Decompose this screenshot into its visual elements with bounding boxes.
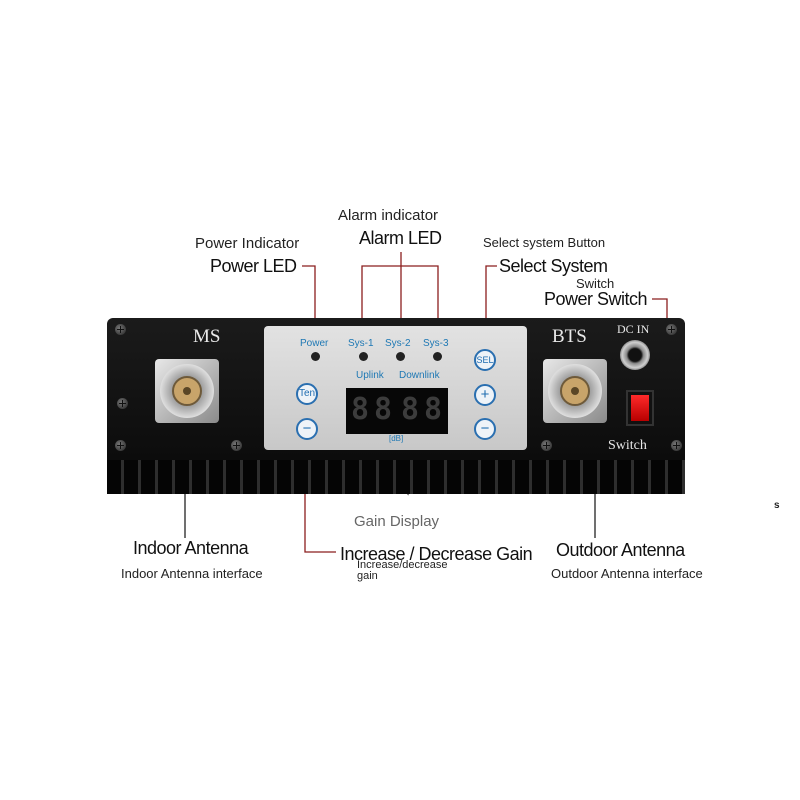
ten-button[interactable]: Ten <box>296 383 318 405</box>
edge-mark: s <box>774 500 780 511</box>
switch-label: Switch <box>608 438 647 453</box>
dc-in-label: DC IN <box>617 322 650 336</box>
screw-icon <box>115 324 126 335</box>
downlink-label: Downlink <box>399 370 440 381</box>
ms-port-label: MS <box>193 326 221 347</box>
control-panel: Power Sys-1 Sys-2 Sys-3 Uplink Downlink … <box>264 326 527 450</box>
screw-icon <box>541 440 552 451</box>
sel-button[interactable]: SEL <box>474 349 496 371</box>
screw-icon <box>115 440 126 451</box>
dc-in-jack[interactable] <box>620 340 650 370</box>
screw-icon <box>666 324 677 335</box>
sys1-led-label: Sys-1 <box>348 338 374 349</box>
indoor-antenna-caption: Indoor Antenna interface <box>121 566 263 581</box>
db-unit-label: [dB] <box>389 434 404 443</box>
alarm-led-title: Alarm LED <box>359 228 442 248</box>
select-system-title: Select System <box>499 256 608 276</box>
outdoor-antenna-caption: Outdoor Antenna interface <box>551 566 703 581</box>
power-indicator-caption: Power Indicator <box>195 235 300 252</box>
alarm-indicator-caption: Alarm indicator <box>338 207 439 224</box>
outdoor-antenna-connector[interactable] <box>535 351 615 431</box>
sys2-led-label: Sys-2 <box>385 338 411 349</box>
select-system-caption: Select system Button <box>483 235 606 250</box>
screw-icon <box>117 398 128 409</box>
bts-port-label: BTS <box>552 326 587 347</box>
power-led-title: Power LED <box>210 256 297 276</box>
sys1-led <box>359 352 368 361</box>
gain-digit: 8 <box>400 392 420 427</box>
signal-booster-device: MS Power Sys-1 Sys-2 Sys-3 Uplink Downli… <box>107 318 685 494</box>
decrease-gain-button[interactable]: − <box>296 418 318 440</box>
plus-button[interactable]: + <box>474 384 496 406</box>
minus-button[interactable]: − <box>474 418 496 440</box>
incdec-gain-title: Increase / Decrease Gain <box>340 544 533 564</box>
gain-digit: 8 <box>373 392 393 427</box>
outdoor-antenna-title: Outdoor Antenna <box>556 540 685 560</box>
sys3-led-label: Sys-3 <box>423 338 449 349</box>
gain-digit: 8 <box>423 392 443 427</box>
incdec-gain-caption: Increase/decrease gain <box>357 559 448 582</box>
gain-display: 8 8 8 8 <box>346 388 448 434</box>
power-led-label: Power <box>300 338 329 349</box>
power-led <box>311 352 320 361</box>
power-led-leader <box>302 265 316 337</box>
power-switch-title: Power Switch <box>544 289 648 309</box>
switch-caption: Switch <box>576 276 615 291</box>
screw-icon <box>231 440 242 451</box>
heat-sink-fins <box>107 460 685 494</box>
power-rocker-switch[interactable] <box>626 390 654 426</box>
gain-digit: 8 <box>350 392 370 427</box>
gain-display-caption: Gain Display <box>354 513 440 530</box>
indoor-antenna-connector[interactable] <box>147 351 227 431</box>
alarm-bracket <box>361 265 439 329</box>
sys3-led <box>433 352 442 361</box>
uplink-label: Uplink <box>356 370 384 381</box>
screw-icon <box>671 440 682 451</box>
indoor-antenna-title: Indoor Antenna <box>133 538 249 558</box>
sys2-led <box>396 352 405 361</box>
